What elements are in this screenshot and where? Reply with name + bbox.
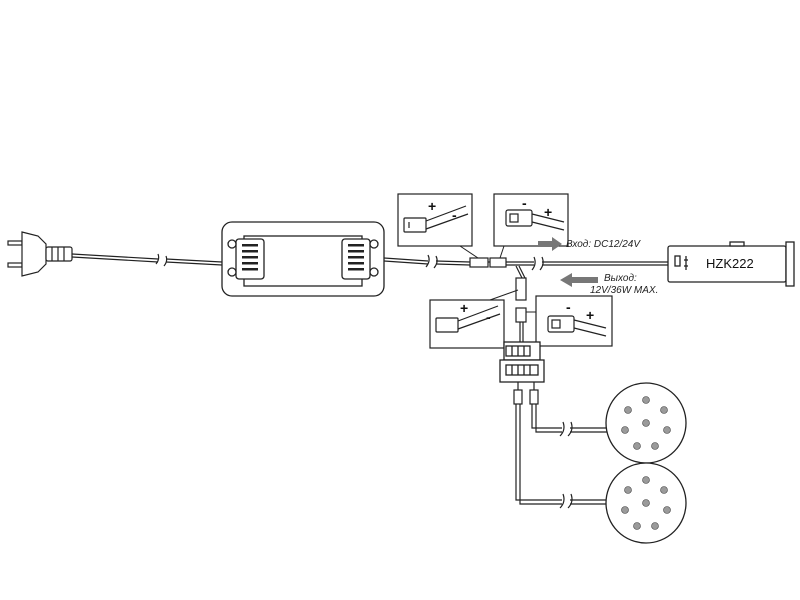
device-notch [729, 241, 745, 247]
plus-symbol: + [460, 300, 468, 316]
plug-housing [435, 317, 459, 333]
power-plug [7, 231, 73, 277]
minus-symbol: - [566, 299, 571, 315]
dc-plug-male [469, 257, 489, 268]
device-indicator [674, 255, 681, 267]
screw-hole [369, 239, 379, 249]
power-adapter [221, 221, 385, 297]
dc-plug-pair [469, 257, 507, 268]
input-arrow-icon [538, 237, 562, 251]
splitter-plug-lower [515, 307, 527, 323]
callout-male-plug: + - [397, 193, 479, 259]
plug-pin-top [7, 240, 23, 246]
plus-symbol: + [586, 307, 594, 323]
output-plug-left [513, 389, 523, 405]
plug-housing [403, 217, 427, 233]
plug-strain-relief [45, 246, 73, 262]
device-endcap [785, 241, 795, 287]
led-cables [515, 404, 608, 509]
output-plug-right [529, 389, 539, 405]
screw-hole [369, 267, 379, 277]
dc-cable [383, 254, 471, 269]
dc-plug-female [489, 257, 507, 268]
distribution-box-top [503, 341, 541, 361]
led-dots [621, 476, 671, 530]
callout-splitter-female: - + [526, 295, 613, 347]
plus-symbol: + [428, 198, 436, 214]
led-light-2 [605, 462, 687, 544]
minus-symbol: - [522, 195, 527, 211]
output-label-line2: 12V/36W MAX. [590, 285, 658, 296]
screw-hole [227, 239, 237, 249]
screw-hole [227, 267, 237, 277]
output-arrow [560, 273, 598, 287]
input-arrow [538, 237, 562, 251]
minus-symbol: - [452, 207, 457, 223]
plug-pin-bottom [7, 262, 23, 268]
led-light-1 [605, 382, 687, 464]
plus-symbol: + [544, 204, 552, 220]
led-dots [621, 396, 671, 450]
distribution-box [499, 341, 545, 383]
plug-latch [509, 213, 519, 223]
plug-body [21, 231, 47, 277]
hzk222-device [667, 241, 795, 287]
device-name: HZK222 [706, 256, 754, 271]
callout-female-plug: - + [493, 193, 569, 259]
output-label-line1: Выход: [604, 273, 637, 284]
splitter-plug-upper [515, 277, 527, 301]
input-label: Вход: DC12/24V [566, 239, 641, 250]
box-output-plugs [513, 382, 539, 405]
callout-splitter-male: + - [429, 289, 519, 349]
minus-symbol: - [486, 309, 491, 325]
mains-cable [71, 253, 223, 267]
device-cable [506, 256, 676, 271]
splitter-branch [515, 265, 527, 342]
plug-latch [551, 319, 561, 329]
output-arrow-icon [560, 273, 598, 287]
